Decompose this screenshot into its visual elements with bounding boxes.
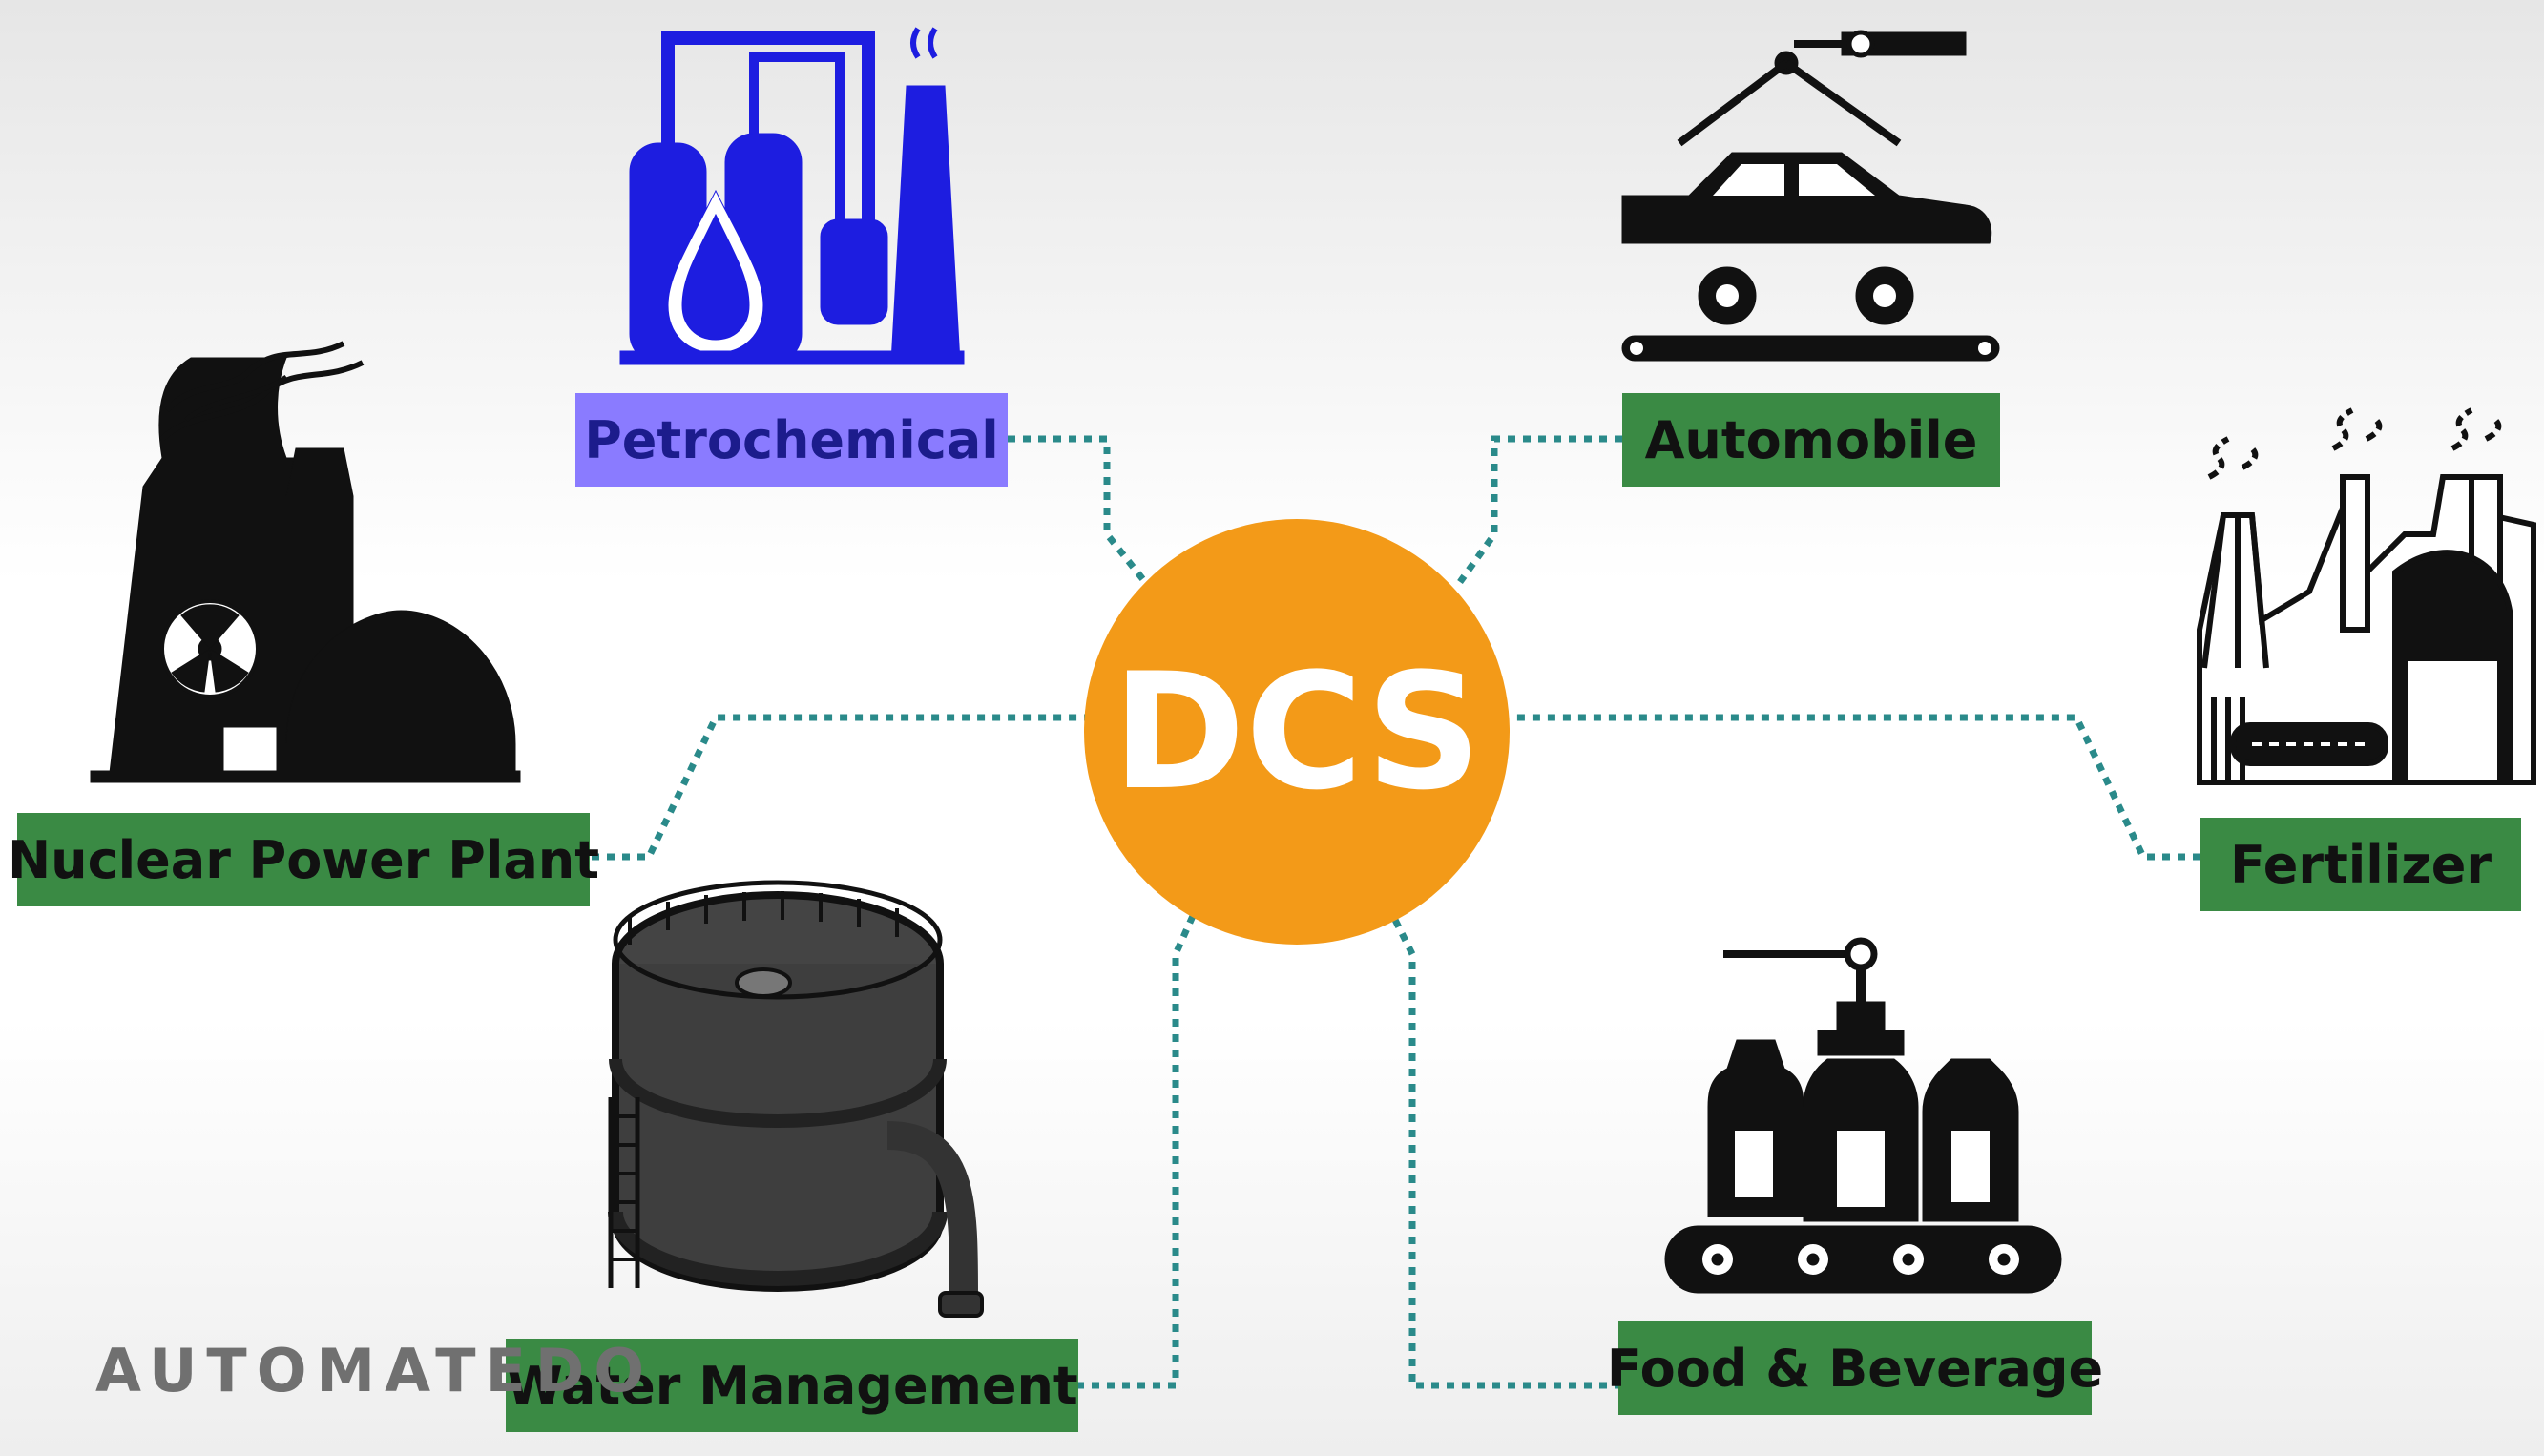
label-food-beverage: Food & Beverage <box>1607 1321 2103 1415</box>
connector-automobile <box>1457 435 1622 585</box>
bottling-line-icon <box>1664 937 2062 1294</box>
water-tank-icon <box>608 880 984 1318</box>
label-water-management: Water Management <box>506 1339 1078 1432</box>
label-petrochemical: Petrochemical <box>575 393 1008 487</box>
label-petrochemical-text: Petrochemical <box>584 409 999 470</box>
dcs-hub: DCS <box>1084 519 1510 945</box>
connector-nuclear <box>592 714 1088 861</box>
connector-water <box>1076 914 1197 1389</box>
brand-watermark: AUTOMATEDO <box>95 1336 655 1405</box>
label-water-text: Water Management <box>506 1355 1078 1416</box>
connectors <box>592 435 2200 1389</box>
label-fertilizer-text: Fertilizer <box>2230 834 2492 895</box>
car-assembly-icon <box>1621 30 2000 362</box>
label-nuclear-text: Nuclear Power Plant <box>7 829 600 890</box>
label-fertilizer: Fertilizer <box>2200 818 2521 911</box>
label-automobile-text: Automobile <box>1644 409 1978 470</box>
factory-icon <box>2197 407 2536 785</box>
connector-food <box>1389 914 1622 1389</box>
label-food-text: Food & Beverage <box>1606 1338 2104 1399</box>
connector-petrochemical <box>1008 435 1148 585</box>
connector-fertilizer <box>1512 714 2200 861</box>
dcs-hub-label: DCS <box>1112 638 1482 825</box>
label-nuclear-power-plant: Nuclear Power Plant <box>8 813 599 906</box>
petrochemical-plant-icon <box>619 27 965 365</box>
nuclear-plant-icon <box>90 341 521 783</box>
label-automobile: Automobile <box>1622 393 2000 487</box>
